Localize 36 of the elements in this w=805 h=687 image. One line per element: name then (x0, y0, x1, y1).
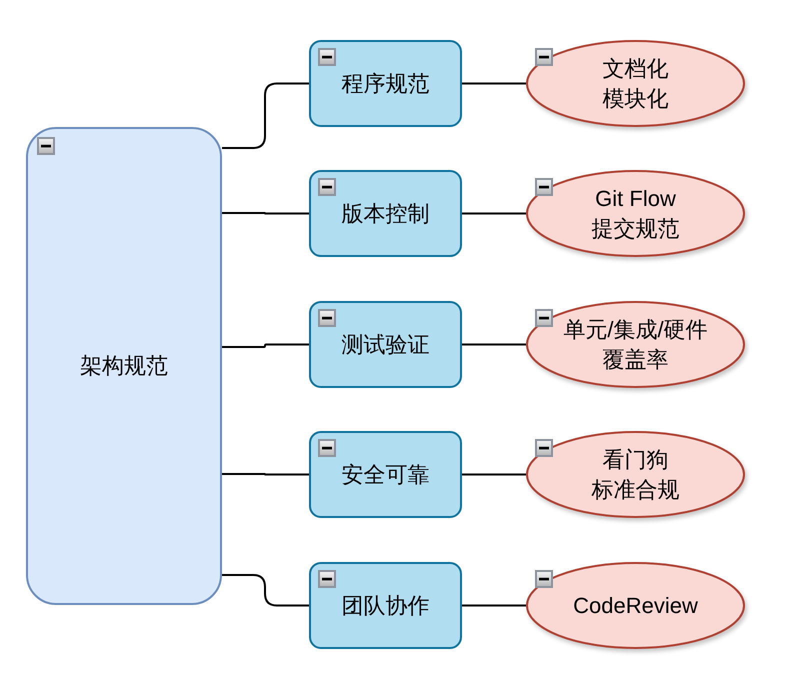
subtopic-box (309, 301, 462, 388)
subtopic-box (309, 40, 462, 127)
leaf-topic-ellipse (526, 301, 745, 388)
root-topic-box (26, 127, 222, 605)
connector-line (462, 344, 526, 346)
connector-line (222, 344, 309, 348)
connector-line (222, 82, 309, 149)
node-text: Git Flow (595, 184, 676, 212)
node-text: 文档化 (602, 54, 668, 82)
node-text: 程序规范 (342, 70, 430, 98)
connector-line (462, 212, 526, 214)
node-text: 团队协作 (342, 592, 430, 620)
subtopic-box (309, 170, 462, 257)
connector-line (462, 82, 526, 84)
node-text: 提交规范 (592, 214, 680, 242)
leaf-topic-ellipse (526, 40, 745, 127)
subtopic-box (309, 562, 462, 649)
leaf-topic-ellipse (526, 170, 745, 257)
node-text: 模块化 (602, 84, 668, 112)
node-text: 安全可靠 (342, 460, 430, 488)
node-text: 标准合规 (592, 476, 680, 504)
leaf-topic-ellipse (526, 562, 745, 649)
node-text: 覆盖率 (602, 346, 668, 374)
connector-line (462, 604, 526, 606)
node-text: 架构规范 (80, 352, 168, 380)
node-text: 版本控制 (342, 200, 430, 228)
node-text: 单元/集成/硬件 (563, 316, 708, 344)
node-text: 看门狗 (602, 446, 668, 474)
subtopic-box (309, 431, 462, 518)
leaf-topic-ellipse (526, 431, 745, 518)
node-text: CodeReview (573, 592, 698, 620)
connector-line (222, 212, 309, 214)
node-text: 测试验证 (342, 330, 430, 358)
connector-line (222, 574, 309, 606)
connector-line (222, 473, 309, 476)
connector-line (462, 474, 526, 476)
